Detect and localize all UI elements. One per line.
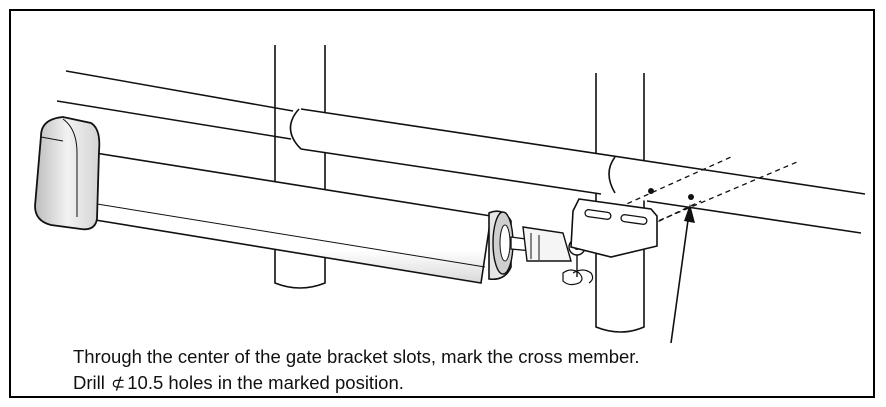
gate-opener-illustration	[34, 45, 866, 344]
instruction-line-1: Through the center of the gate bracket s…	[73, 346, 640, 367]
upper-rail	[56, 70, 294, 140]
drill-hole-icon	[688, 194, 694, 200]
gate-opener-actuator	[34, 116, 586, 284]
diameter-symbol: ⊄	[111, 374, 126, 394]
cross-member-tube	[289, 108, 866, 234]
drill-hole-icon	[648, 188, 654, 194]
drill-hole-marks	[648, 188, 694, 200]
instruction-line-2: Drill ⊄10.5 holes in the marked position…	[73, 370, 640, 396]
diagram-frame: Through the center of the gate bracket s…	[9, 9, 875, 398]
instruction-caption: Through the center of the gate bracket s…	[73, 344, 640, 396]
hole-size-text: 10.5 holes in the marked position.	[127, 372, 404, 393]
vertical-post-right	[595, 73, 645, 333]
gate-bracket	[562, 198, 658, 286]
drill-label: Drill	[73, 372, 105, 393]
leader-arrow-icon	[670, 204, 695, 344]
bracket-slot	[620, 214, 648, 225]
bracket-slot	[584, 209, 612, 220]
